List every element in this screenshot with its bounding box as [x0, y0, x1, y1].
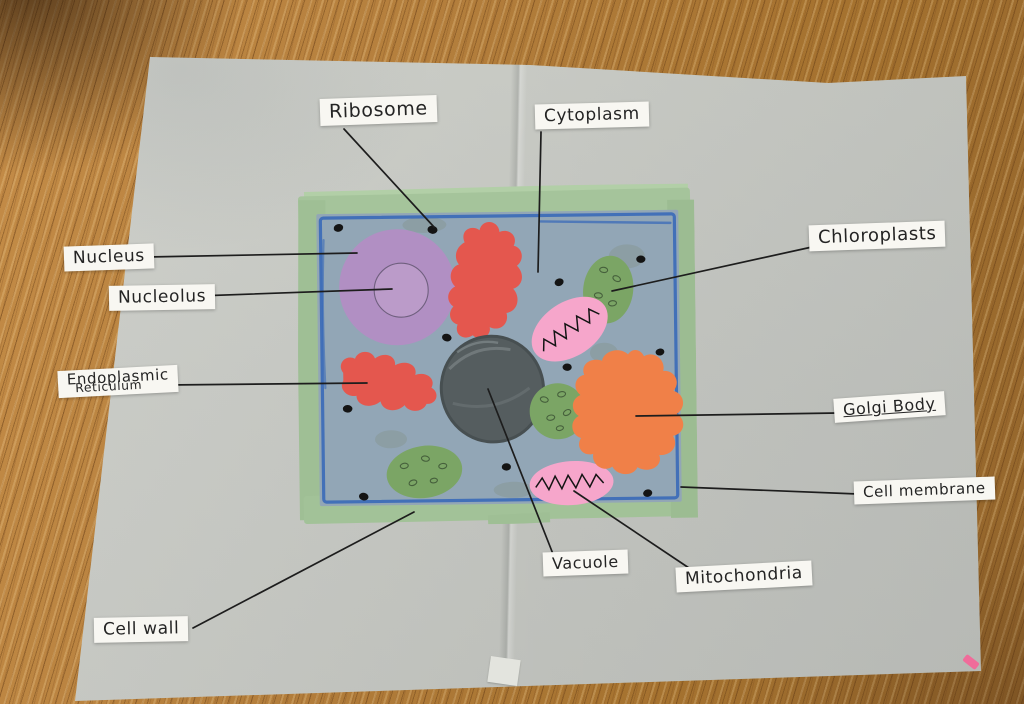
label-vacuole: Vacuole [542, 549, 629, 577]
label-cytoplasm: Cytoplasm [534, 101, 650, 130]
label-nucleus: Nucleus [63, 243, 155, 272]
label-chloroplasts: Chloroplasts [808, 220, 946, 252]
nucleolus-shape [373, 262, 429, 318]
label-nucleolus: Nucleolus [108, 284, 216, 311]
pink-edge-mark [962, 653, 980, 671]
mitochondria-upper [531, 296, 608, 362]
golgi-body-shape [572, 350, 684, 475]
torn-paper-bit [487, 656, 521, 686]
endoplasmic-reticulum-lower [340, 351, 437, 411]
label-cell-membrane: Cell membrane [853, 476, 996, 505]
label-cell-wall: Cell wall [93, 616, 189, 643]
chloroplast-bottom-left [386, 445, 463, 499]
plant-cell-collage [296, 181, 699, 527]
cell-collage-svg [297, 181, 699, 526]
label-ribosome: Ribosome [319, 94, 438, 127]
endoplasmic-reticulum-upper [448, 222, 522, 339]
